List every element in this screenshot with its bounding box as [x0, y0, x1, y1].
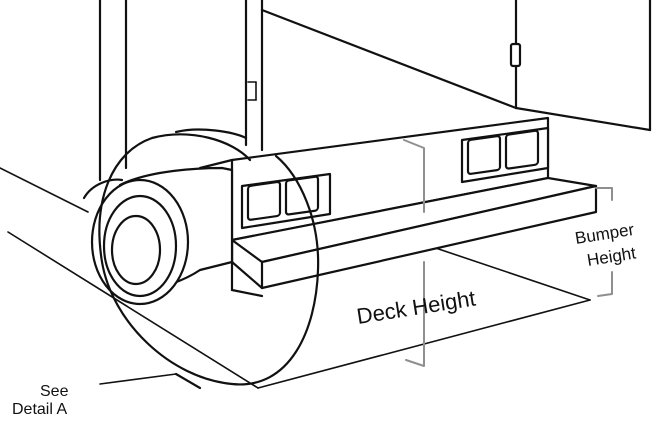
detail-leader-line — [99, 373, 177, 385]
see-detail-label-line1: See — [40, 383, 69, 400]
switch-box-right — [460, 126, 550, 184]
left-upright-post — [98, 0, 257, 182]
bumper-height-label-line2: Height — [586, 243, 638, 269]
switch-box-left — [240, 172, 332, 230]
door-panel — [260, 0, 652, 152]
deck-height-dimension — [403, 139, 425, 367]
bumper-height-dimension — [595, 187, 613, 297]
detail-a-callout — [98, 128, 320, 390]
corner-bumper-roller — [82, 166, 234, 306]
see-detail-label-line2: Detail A — [12, 401, 67, 418]
deck-height-label: Deck Height — [355, 285, 477, 328]
